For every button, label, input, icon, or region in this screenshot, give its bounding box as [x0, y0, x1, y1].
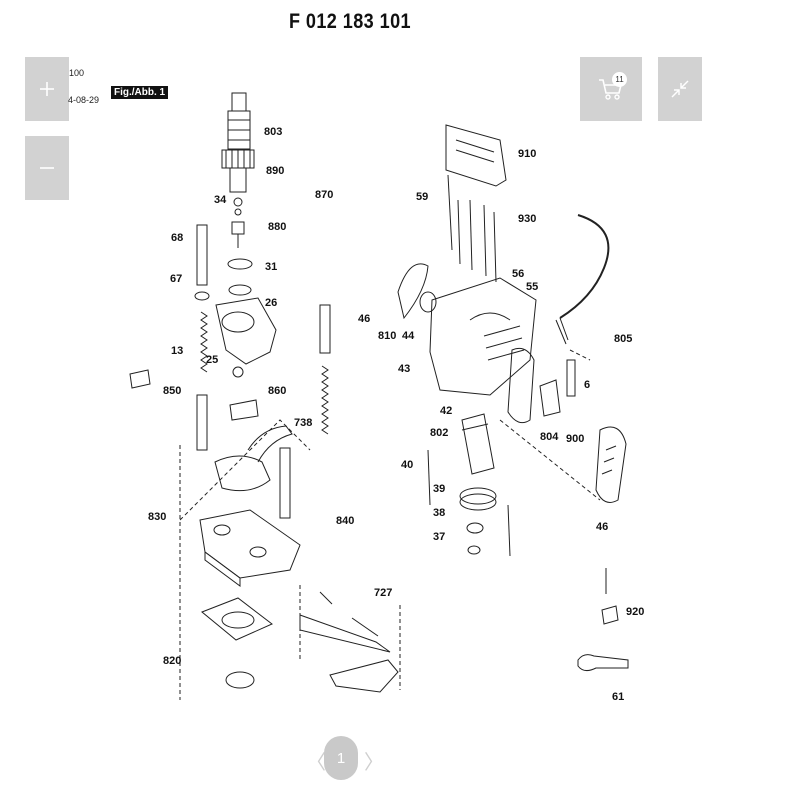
part-label-802: 802	[430, 427, 448, 439]
cart-count-badge: 11	[612, 72, 627, 87]
part-label-55: 55	[526, 281, 538, 293]
zoom-out-button[interactable]	[25, 136, 69, 200]
part-label-37: 37	[433, 531, 445, 543]
part-label-860: 860	[268, 385, 286, 397]
figure-label: Fig./Abb. 1	[111, 86, 169, 99]
pagination: 〈 1 〉	[302, 730, 412, 786]
cart-button[interactable]: 11	[580, 57, 642, 121]
part-label-930: 930	[518, 213, 536, 225]
page-number-button[interactable]: 1	[324, 736, 358, 780]
drawing-header-date: 4-08-29	[68, 95, 100, 105]
part-label-34: 34	[214, 194, 227, 206]
part-label-890: 890	[266, 165, 284, 177]
collapse-arrows-icon	[671, 80, 689, 98]
part-label-910: 910	[518, 148, 536, 160]
part-label-805: 805	[614, 333, 632, 345]
part-label-68: 68	[171, 232, 183, 244]
part-label-56: 56	[512, 268, 524, 280]
part-label-880: 880	[268, 221, 286, 233]
part-label-61: 61	[612, 691, 624, 703]
part-label-13: 13	[171, 345, 183, 357]
part-label-870: 870	[315, 189, 333, 201]
part-label-67: 67	[170, 273, 182, 285]
minus-icon	[40, 167, 54, 169]
part-label-803: 803	[264, 126, 282, 138]
part-label-46: 46	[596, 521, 608, 533]
part-label-738: 738	[294, 417, 312, 429]
part-label-43: 43	[398, 363, 410, 375]
zoom-in-button[interactable]	[25, 57, 69, 121]
part-label-42: 42	[440, 405, 452, 417]
part-label-820: 820	[163, 655, 181, 667]
part-label-850: 850	[163, 385, 181, 397]
chevron-left-icon[interactable]: 〈	[306, 750, 326, 774]
drawing-header-code: 100	[69, 68, 85, 78]
part-label-25: 25	[206, 354, 218, 366]
part-label-44: 44	[402, 330, 415, 342]
plus-icon	[40, 82, 54, 96]
part-label-31: 31	[265, 261, 277, 273]
part-label-727: 727	[374, 587, 392, 599]
part-label-900: 900	[566, 433, 584, 445]
page-title: F 012 183 101	[288, 10, 412, 33]
part-label-26: 26	[265, 297, 277, 309]
collapse-button[interactable]	[658, 57, 702, 121]
part-label-920: 920	[626, 606, 644, 618]
part-label-46: 46	[358, 313, 370, 325]
part-label-840: 840	[336, 515, 354, 527]
part-label-38: 38	[433, 507, 445, 519]
part-label-40: 40	[401, 459, 413, 471]
part-label-59: 59	[416, 191, 428, 203]
part-label-804: 804	[540, 431, 559, 443]
chevron-right-icon[interactable]: 〉	[364, 750, 384, 774]
part-label-6: 6	[584, 379, 590, 391]
part-label-39: 39	[433, 483, 445, 495]
part-label-810: 810	[378, 330, 396, 342]
part-label-830: 830	[148, 511, 166, 523]
